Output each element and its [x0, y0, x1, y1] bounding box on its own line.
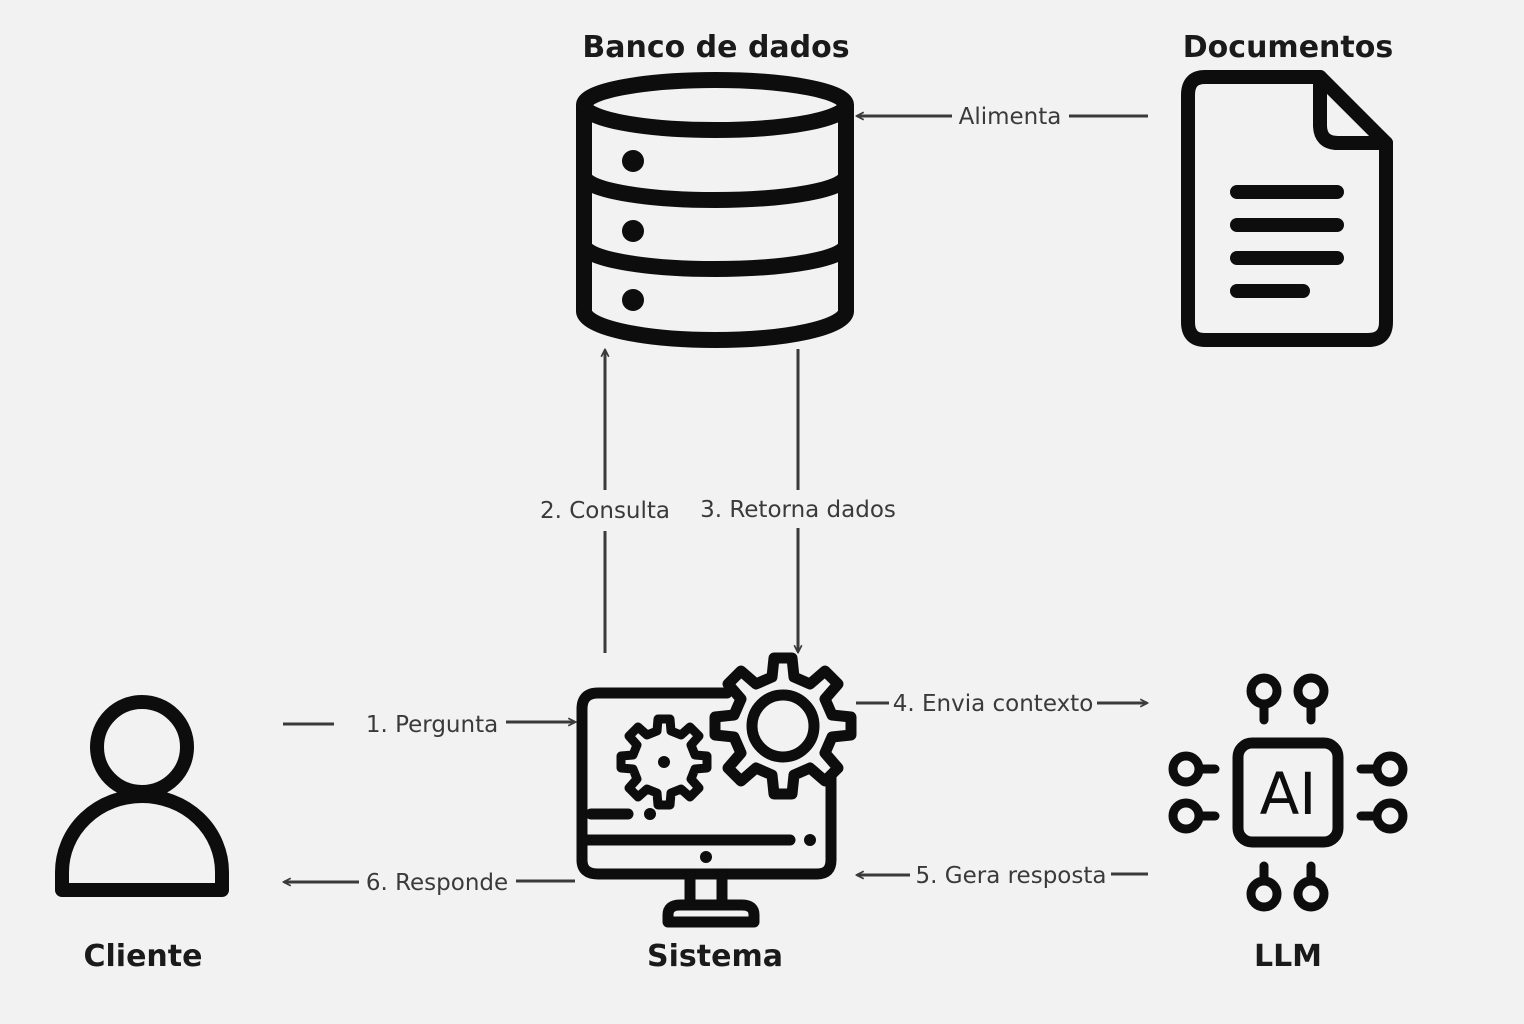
edge-query-label: 2. Consulta	[540, 498, 670, 524]
ai-chip-icon	[1168, 673, 1408, 912]
edge-respond: 6. Responde	[284, 870, 575, 896]
edge-ask: 1. Pergunta	[283, 712, 575, 738]
system-title: Sistema	[647, 939, 783, 974]
edge-return-label: 3. Retorna dados	[700, 497, 896, 523]
database-title: Banco de dados	[582, 30, 849, 65]
computer-gears-icon	[576, 652, 857, 928]
edge-generate-label: 5. Gera resposta	[916, 863, 1107, 889]
edge-respond-label: 6. Responde	[366, 870, 508, 896]
edge-query: 2. Consulta	[540, 350, 670, 653]
edge-generate: 5. Gera resposta	[857, 863, 1148, 889]
ai-chip-label: AI	[1260, 760, 1317, 828]
edge-ask-label: 1. Pergunta	[366, 712, 498, 738]
edge-return: 3. Retorna dados	[700, 349, 896, 652]
edge-send-context-label: 4. Envia contexto	[893, 691, 1094, 717]
database-icon	[576, 72, 854, 348]
llm-title: LLM	[1254, 939, 1322, 974]
documents-title: Documentos	[1183, 30, 1393, 65]
document-icon	[1181, 70, 1393, 347]
user-icon	[55, 695, 229, 897]
client-title: Cliente	[84, 939, 203, 974]
edge-feeds-label: Alimenta	[959, 104, 1062, 130]
edge-feeds: Alimenta	[857, 104, 1148, 130]
edge-send-context: 4. Envia contexto	[856, 691, 1147, 717]
